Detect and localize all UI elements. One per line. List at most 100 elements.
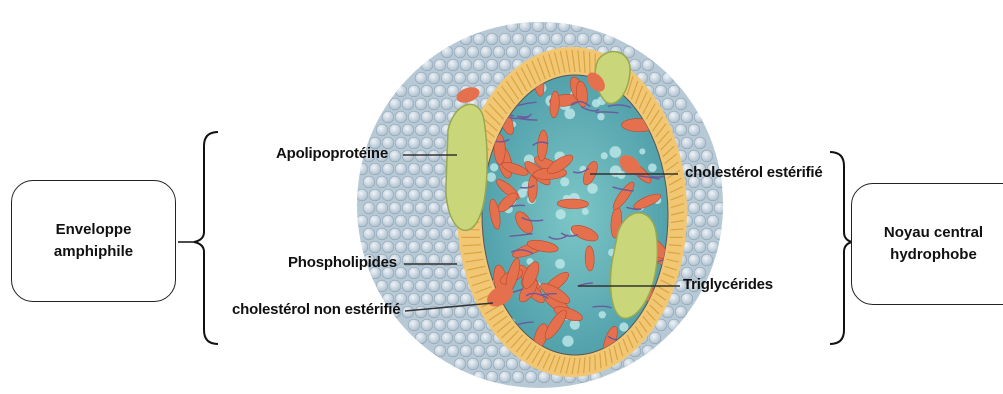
phospholipid-head <box>681 111 693 123</box>
core-dot <box>582 208 589 215</box>
phospholipid-head <box>499 33 511 45</box>
phospholipid-head <box>694 241 706 253</box>
phospholipid-head <box>460 33 472 45</box>
phospholipid-head <box>454 72 466 84</box>
phospholipid-head <box>421 293 433 305</box>
phospholipid-head <box>486 345 498 357</box>
envelope-box-text: Enveloppe amphiphile <box>54 219 133 263</box>
phospholipid-head <box>467 358 479 370</box>
phospholipid-head <box>415 72 427 84</box>
phospholipid-head <box>434 293 446 305</box>
phospholipid-head <box>434 241 446 253</box>
core-dot <box>619 322 628 331</box>
phospholipid-head <box>668 111 680 123</box>
left-bracket <box>194 132 218 344</box>
phospholipid-head <box>369 215 381 227</box>
phospholipid-head <box>480 46 492 58</box>
phospholipid-head <box>551 33 563 45</box>
phospholipid-head <box>707 241 719 253</box>
phospholipid-head <box>389 150 401 162</box>
phospholipid-head <box>389 124 401 136</box>
core-box-text: Noyau central hydrophobe <box>884 222 983 266</box>
core-dot <box>490 163 498 171</box>
phospholipid-head <box>421 241 433 253</box>
phospholipid-head <box>382 241 394 253</box>
phospholipid-head <box>506 46 518 58</box>
phospholipid-head <box>428 280 440 292</box>
phospholipid-head <box>714 228 726 240</box>
phospholipid-head <box>486 371 498 383</box>
core-dot <box>592 99 600 107</box>
phospholipid-head <box>454 46 466 58</box>
core-dot <box>639 148 645 154</box>
phospholipid-head <box>441 72 453 84</box>
phospholipid-head <box>402 202 414 214</box>
phospholipid-head <box>649 72 661 84</box>
label-triglycerides: Triglycérides <box>683 276 773 293</box>
phospholipid-head <box>389 280 401 292</box>
phospholipid-head <box>421 163 433 175</box>
phospholipid-head <box>402 150 414 162</box>
phospholipid-head <box>460 293 472 305</box>
phospholipid-head <box>434 111 446 123</box>
phospholipid-head <box>376 124 388 136</box>
phospholipid-head <box>428 228 440 240</box>
phospholipid-head <box>460 59 472 71</box>
phospholipid-head <box>408 137 420 149</box>
phospholipid-head <box>382 111 394 123</box>
phospholipid-head <box>642 59 654 71</box>
phospholipid-head <box>408 189 420 201</box>
core-dot <box>564 108 575 119</box>
phospholipid-head <box>512 371 524 383</box>
phospholipid-head <box>473 345 485 357</box>
phospholipid-head <box>369 241 381 253</box>
phospholipid-head <box>402 306 414 318</box>
phospholipid-head <box>389 228 401 240</box>
phospholipid-head <box>408 85 420 97</box>
phospholipid-head <box>701 254 713 266</box>
core-dot <box>560 177 569 186</box>
phospholipid-head <box>356 215 368 227</box>
core-dot <box>597 113 604 120</box>
phospholipid-head <box>434 267 446 279</box>
phospholipid-head <box>493 46 505 58</box>
phospholipid-head <box>421 319 433 331</box>
phospholipid-head <box>512 33 524 45</box>
phospholipid-head <box>688 202 700 214</box>
apoprotein-left <box>446 104 487 230</box>
phospholipid-head <box>447 59 459 71</box>
phospholipid-head <box>623 358 635 370</box>
phospholipid-head <box>460 345 472 357</box>
phospholipid-head <box>421 215 433 227</box>
phospholipid-head <box>441 98 453 110</box>
phospholipid-head <box>519 20 531 32</box>
phospholipid-head <box>421 189 433 201</box>
phospholipid-head <box>681 293 693 305</box>
phospholipid-head <box>402 124 414 136</box>
phospholipid-head <box>382 163 394 175</box>
phospholipid-head <box>421 59 433 71</box>
phospholipid-head <box>688 254 700 266</box>
phospholipid-head <box>688 150 700 162</box>
phospholipid-head <box>707 189 719 201</box>
phospholipid-head <box>629 59 641 71</box>
phospholipid-head <box>447 241 459 253</box>
phospholipid-head <box>499 59 511 71</box>
phospholipid-head <box>701 150 713 162</box>
phospholipid-head <box>382 189 394 201</box>
phospholipid-head <box>369 189 381 201</box>
phospholipid-head <box>694 137 706 149</box>
phospholipid-head <box>467 72 479 84</box>
phospholipid-head <box>428 98 440 110</box>
phospholipid-head <box>428 124 440 136</box>
phospholipid-head <box>408 293 420 305</box>
phospholipid-head <box>376 280 388 292</box>
phospholipid-head <box>525 371 537 383</box>
core-dot <box>609 146 621 158</box>
phospholipid-head <box>382 215 394 227</box>
phospholipid-head <box>506 20 518 32</box>
phospholipid-head <box>655 85 667 97</box>
phospholipid-head <box>415 98 427 110</box>
core-dot <box>587 183 598 194</box>
